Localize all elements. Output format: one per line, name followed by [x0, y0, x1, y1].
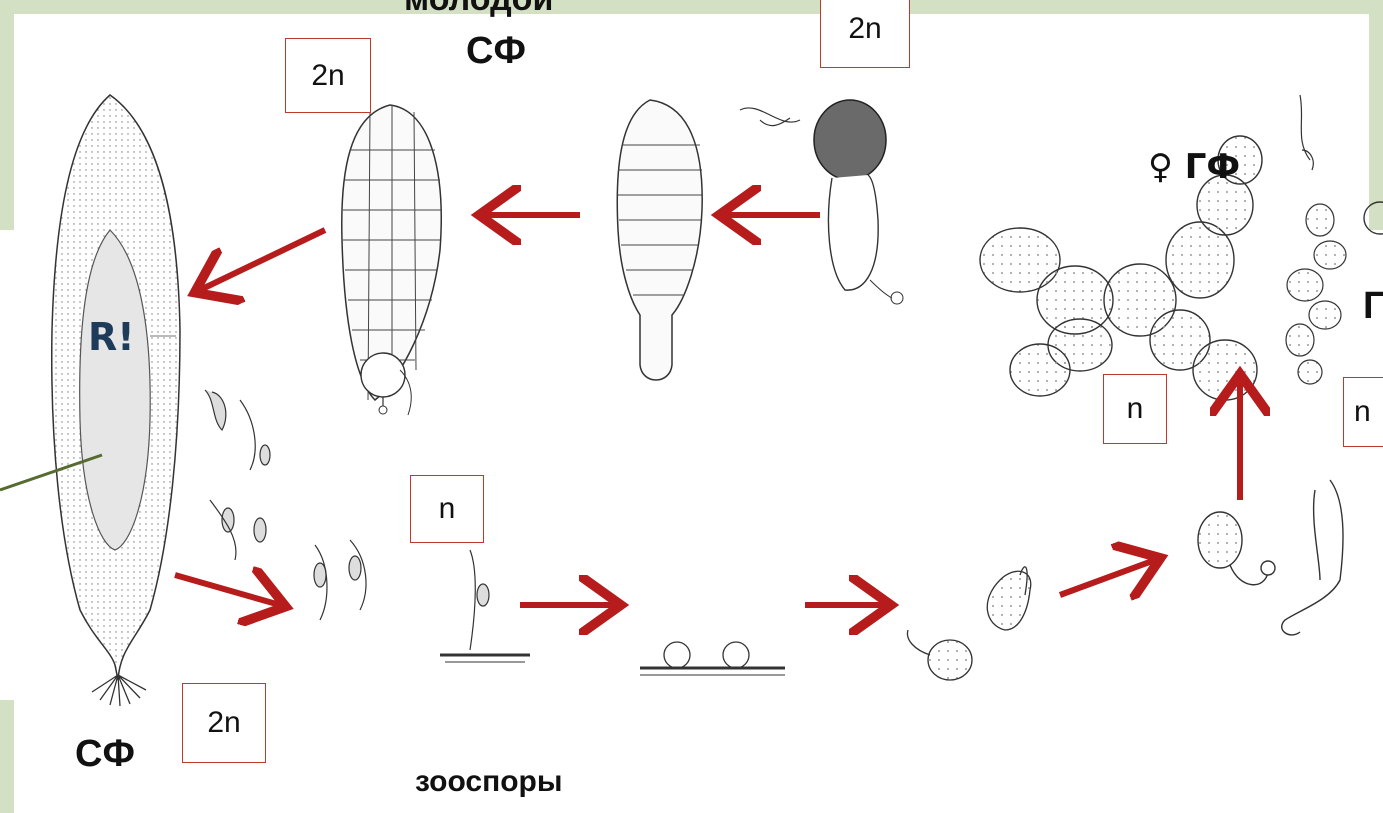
ploidy-box-young-sf-left: 2n [285, 38, 371, 113]
zygote-germinating [740, 100, 903, 304]
sporophyte-large [52, 95, 180, 706]
sperm-sketch [1300, 95, 1313, 170]
arrow-4 [175, 575, 280, 605]
arrow-3 [200, 230, 325, 290]
germinating-spores [907, 567, 1030, 680]
settling-zoospore [440, 550, 530, 662]
ploidy-box-young-sf-right: 2n [820, 0, 910, 68]
zoospores [205, 390, 366, 620]
young-sporophyte-striped [617, 100, 702, 380]
young-sporophyte-cellular [342, 105, 441, 415]
male-gf-partial-label: Г [1363, 285, 1383, 328]
ploidy-box-zoospore: n [410, 475, 484, 543]
young-sf-top-label: молодой [404, 0, 553, 19]
r-mark-label: R! [88, 315, 135, 359]
sf-bottom-label: СФ [75, 733, 135, 776]
male-gametophyte [1286, 204, 1346, 384]
spores-on-substrate [640, 642, 785, 675]
ploidy-box-sf-bottom: 2n [182, 683, 266, 763]
ploidy-box-male-gf: n [1343, 377, 1383, 447]
arrow-7 [1060, 560, 1155, 595]
young-gametophytes [1198, 480, 1343, 635]
zoospores-label: зооспоры [415, 765, 563, 799]
ploidy-box-female-gf: n [1103, 374, 1167, 444]
frame-left-gap [0, 230, 14, 700]
young-sf-label: СФ [466, 30, 526, 73]
female-gf-label: ♀ ГФ [1148, 147, 1240, 187]
